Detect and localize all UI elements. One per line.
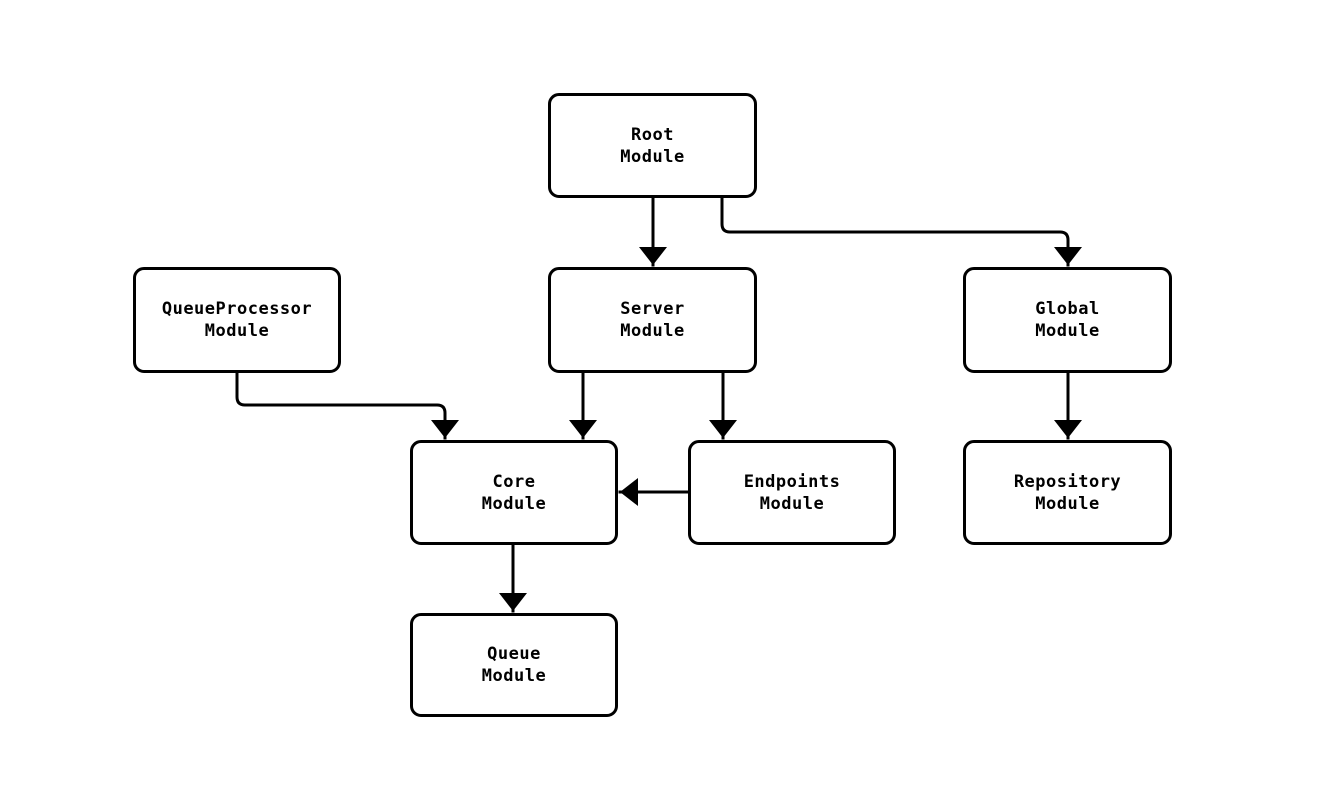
node-label: Module: [481, 493, 547, 514]
node-root-module: Root Module: [548, 93, 757, 198]
node-label: Module: [759, 493, 825, 514]
node-label: Module: [1035, 493, 1100, 514]
node-label: Endpoints: [743, 471, 841, 492]
node-label: Repository: [1013, 471, 1122, 492]
edge-root-to-global: [720, 196, 1082, 267]
node-server-module: Server Module: [548, 267, 757, 373]
node-label: QueueProcessor: [161, 299, 313, 319]
node-label: Module: [1035, 321, 1100, 341]
node-label: Root: [631, 124, 674, 145]
node-label: Core: [492, 471, 536, 492]
node-endpoints-module: Endpoints Module: [688, 440, 896, 545]
node-queue-module: Queue Module: [410, 613, 618, 717]
node-label: Server: [620, 299, 685, 319]
node-label: Module: [620, 321, 685, 341]
node-label: Module: [204, 321, 270, 341]
node-label: Global: [1035, 299, 1100, 319]
node-global-module: Global Module: [963, 267, 1172, 373]
node-label: Queue: [487, 644, 541, 664]
node-queueprocessor-module: QueueProcessor Module: [133, 267, 341, 373]
node-label: Module: [620, 146, 685, 167]
node-core-module: Core Module: [410, 440, 618, 545]
edge-queueprocessor-to-core: [235, 371, 459, 440]
node-label: Module: [481, 666, 547, 686]
node-repository-module: Repository Module: [963, 440, 1172, 545]
